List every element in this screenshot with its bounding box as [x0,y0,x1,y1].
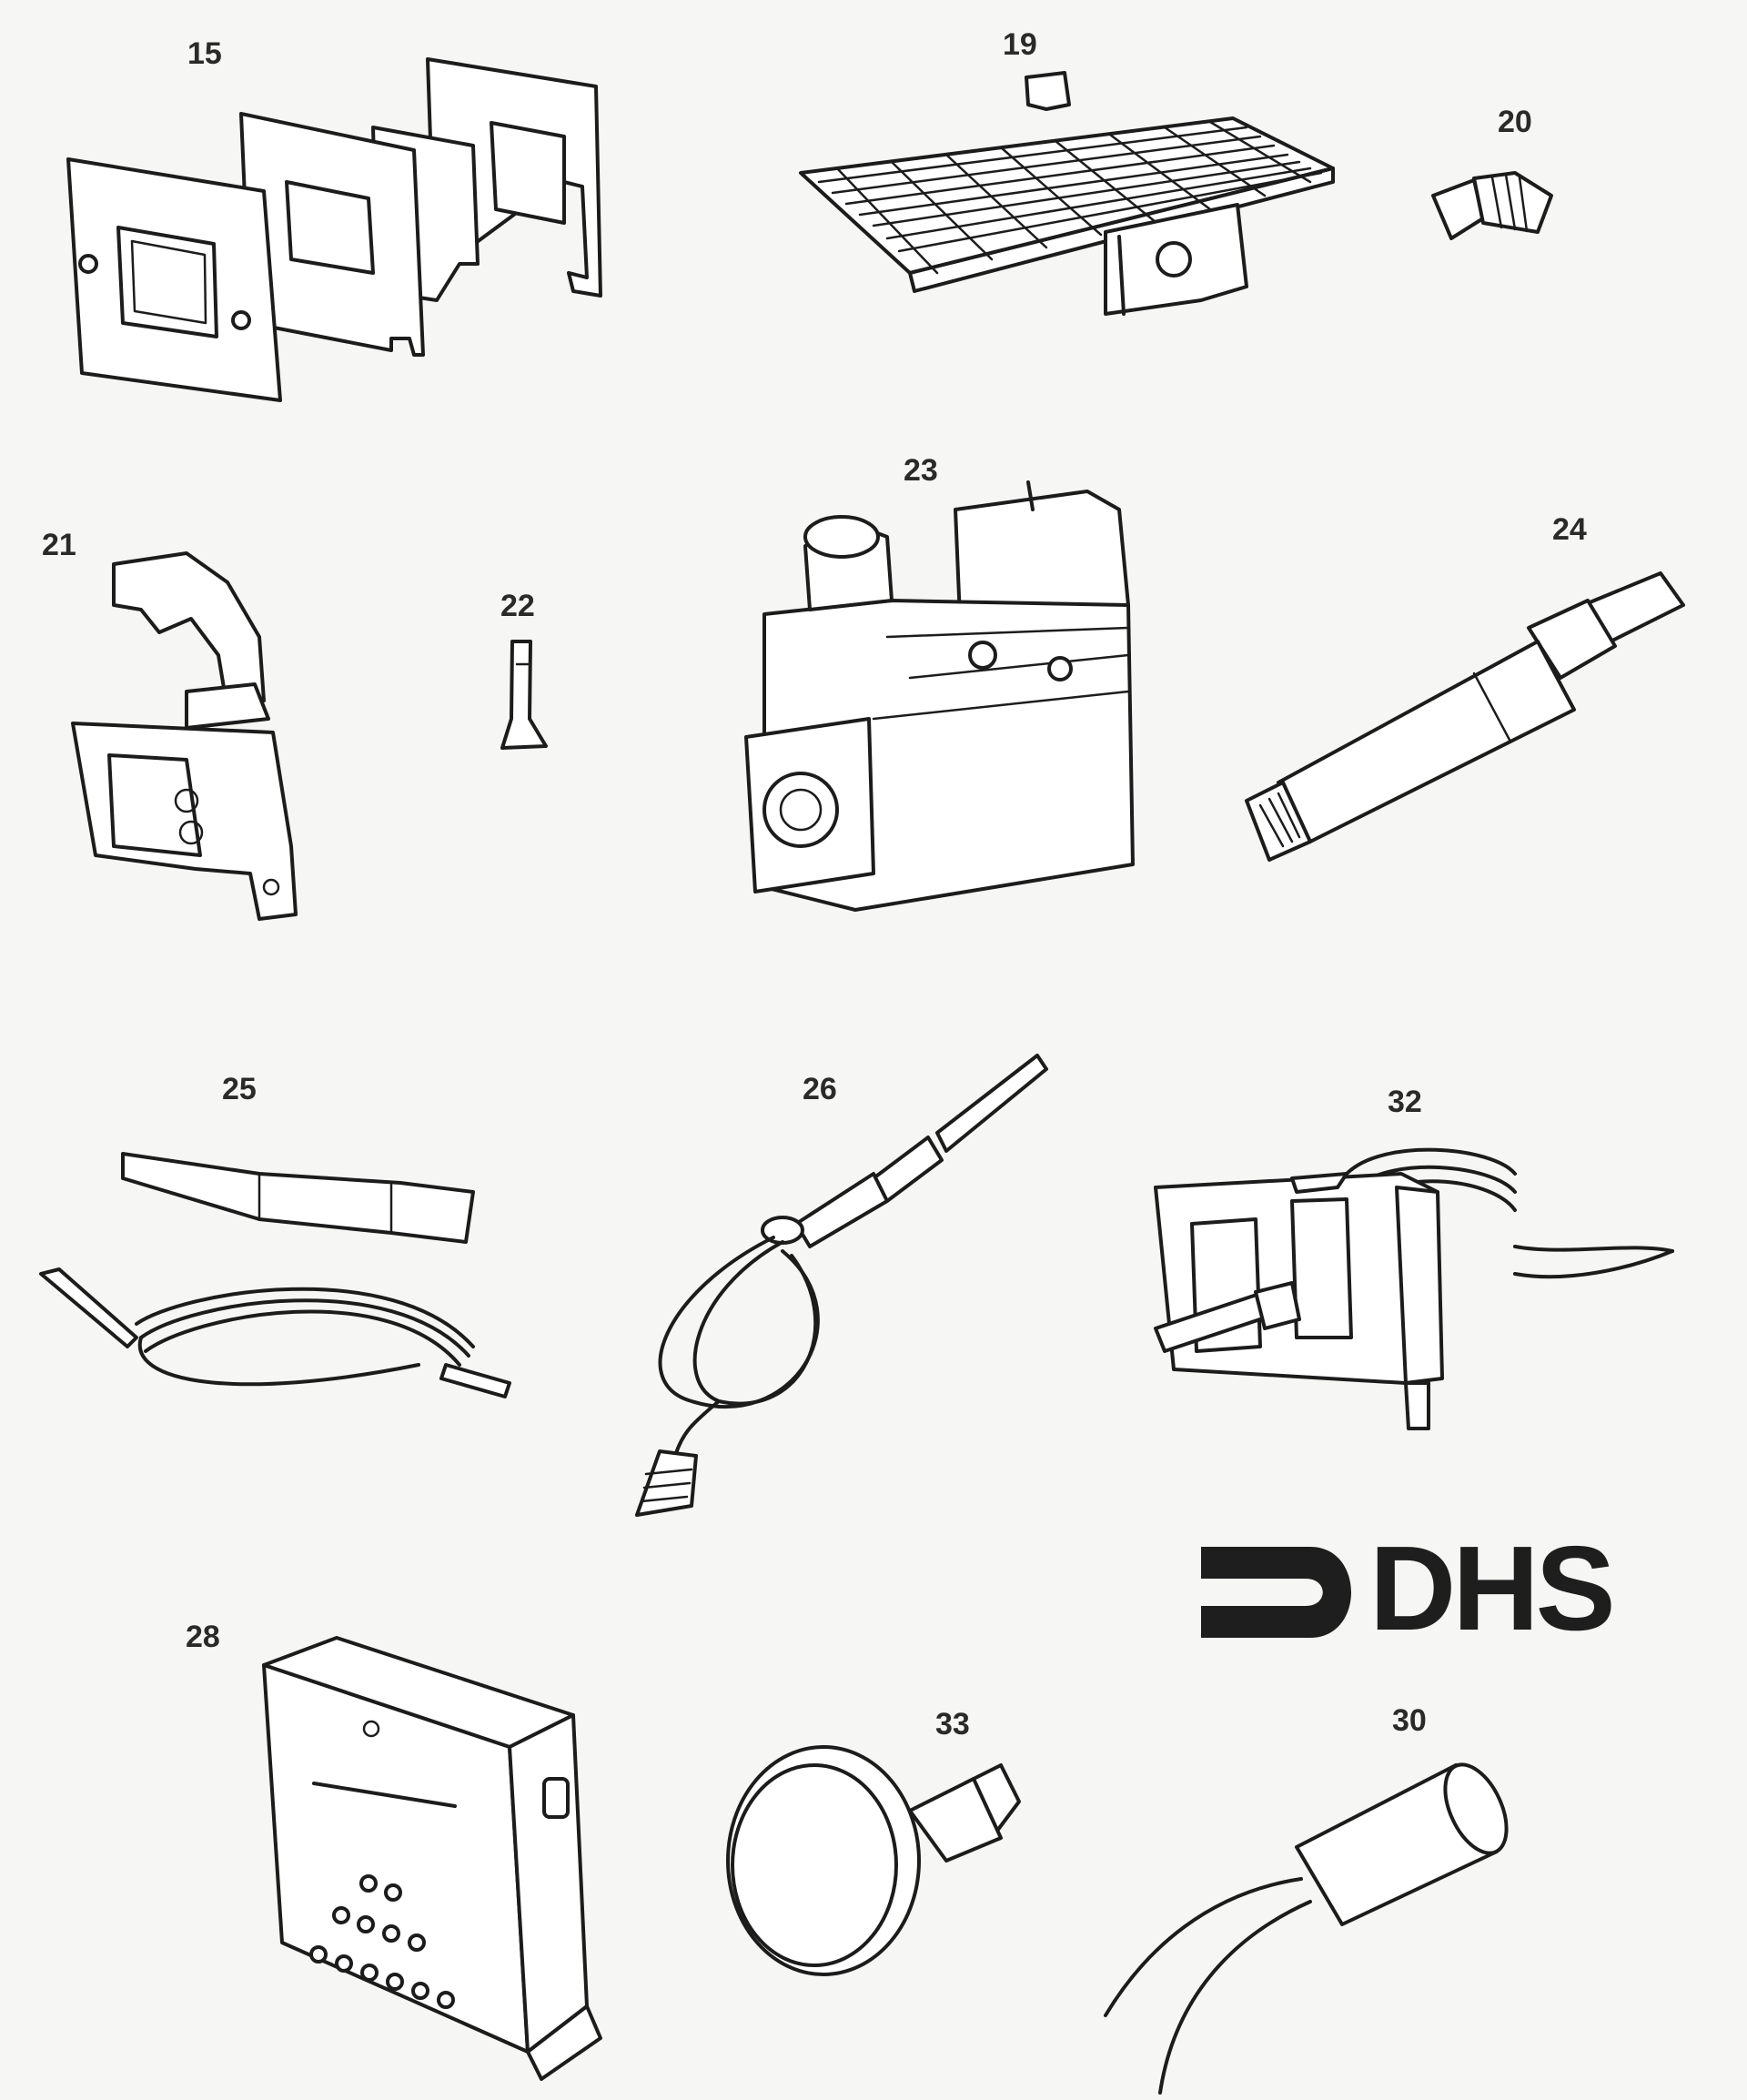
part-number-21: 21 [42,528,76,562]
part-number-22: 22 [500,589,535,623]
part-number-15: 15 [187,36,222,71]
part-26-thermocouple [635,1054,1048,1517]
part-15-sight-glass-assembly [66,57,602,402]
part-21-pilot-assembly [71,551,298,921]
part-number-19: 19 [1003,27,1037,62]
part-19-burner [799,71,1335,316]
part-number-23: 23 [904,453,938,488]
part-23-gas-valve [744,480,1135,912]
part-number-20: 20 [1498,105,1532,139]
part-number-25: 25 [222,1072,257,1106]
part-32-thermostat [1154,1147,1674,1430]
part-28-control-box [262,1636,602,2081]
part-number-24: 24 [1552,512,1587,547]
part-number-30: 30 [1392,1703,1427,1738]
part-25-thermocouple-lead [39,1152,511,1398]
part-33-control-knob [726,1745,1021,1976]
part-24-thermocouple [1245,571,1685,862]
part-20-injector [1431,171,1553,240]
part-number-32: 32 [1388,1085,1422,1119]
dhs-logo-text: DHS [1369,1521,1616,1655]
part-30-sensor [1104,1762,1509,2095]
part-number-26: 26 [803,1072,837,1106]
part-number-28: 28 [186,1620,220,1654]
part-22-pilot-injector [500,640,548,750]
part-number-33: 33 [935,1707,970,1742]
dhs-logo-mark [1201,1547,1351,1638]
